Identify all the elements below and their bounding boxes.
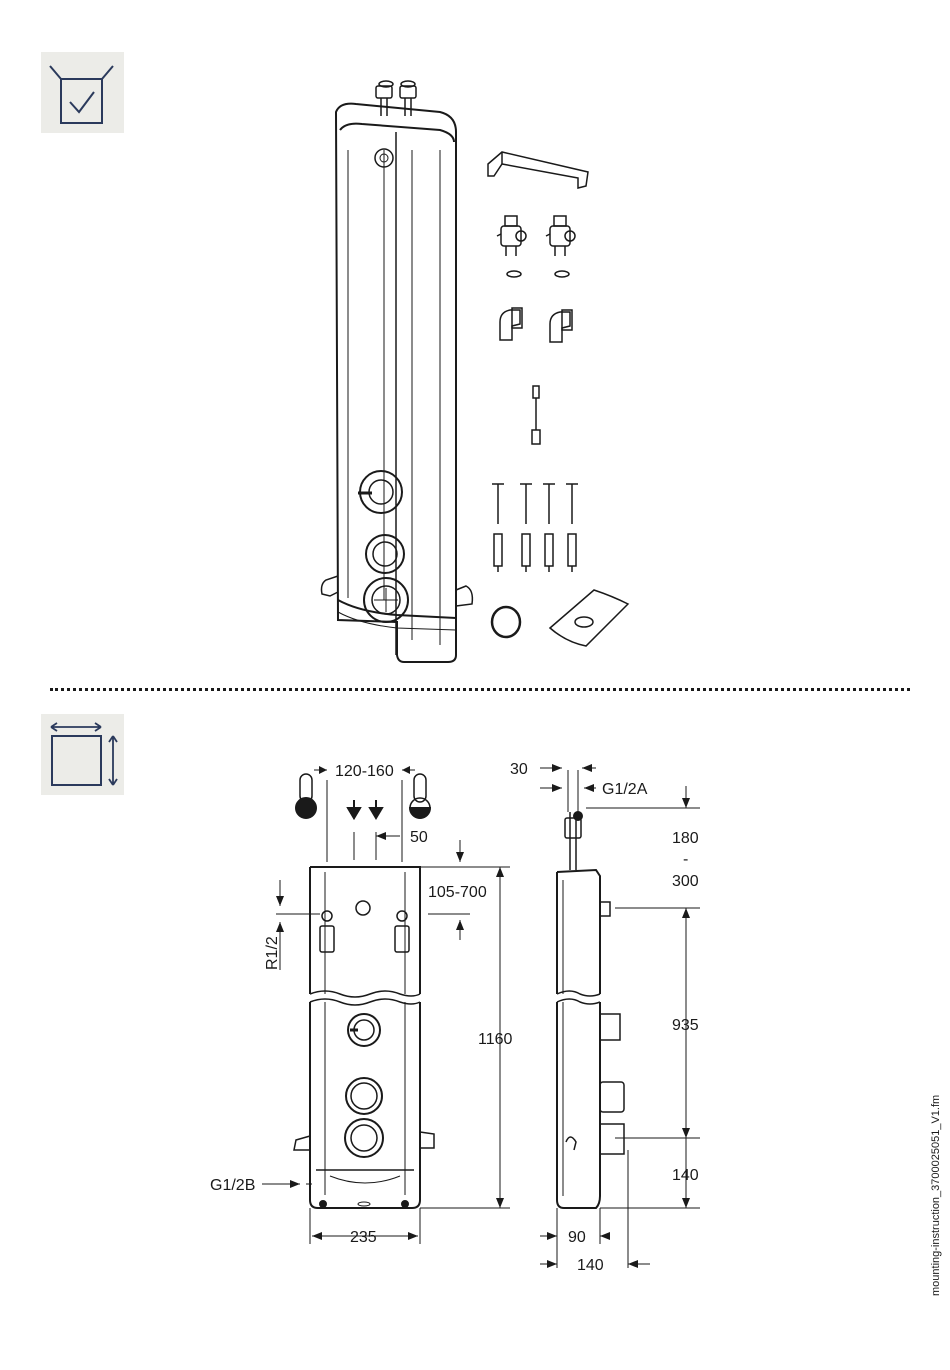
dim-vertical-range: 105-700: [428, 884, 487, 901]
dim-thread-connection: G1/2A: [602, 781, 648, 798]
dim-width: 235: [350, 1229, 377, 1246]
front-view-outline: [294, 867, 434, 1208]
dim-inlet-offset: 50: [410, 829, 428, 846]
dim-depth-inner: 90: [568, 1229, 586, 1246]
dim-thread-inlet: R1/2: [264, 936, 281, 970]
hot-cold-icons: [296, 774, 430, 818]
dim-top-max: 300: [672, 873, 699, 890]
dim-height: 1160: [478, 1031, 513, 1048]
dim-outlet-to-bottom: 935: [672, 1017, 699, 1034]
document-filename: mounting-instruction_3700025051_V1.fm: [930, 1095, 942, 1296]
dim-inlet-spacing: 120-160: [335, 763, 394, 780]
side-view-outline: [557, 812, 624, 1208]
dim-connection-offset: 30: [510, 761, 528, 778]
dim-bottom-height: 140: [672, 1167, 699, 1184]
dim-top-sep: -: [683, 851, 688, 868]
dim-top-min: 180: [672, 830, 699, 847]
dim-depth-total: 140: [577, 1257, 604, 1274]
dim-thread-outlet: G1/2B: [210, 1177, 255, 1194]
